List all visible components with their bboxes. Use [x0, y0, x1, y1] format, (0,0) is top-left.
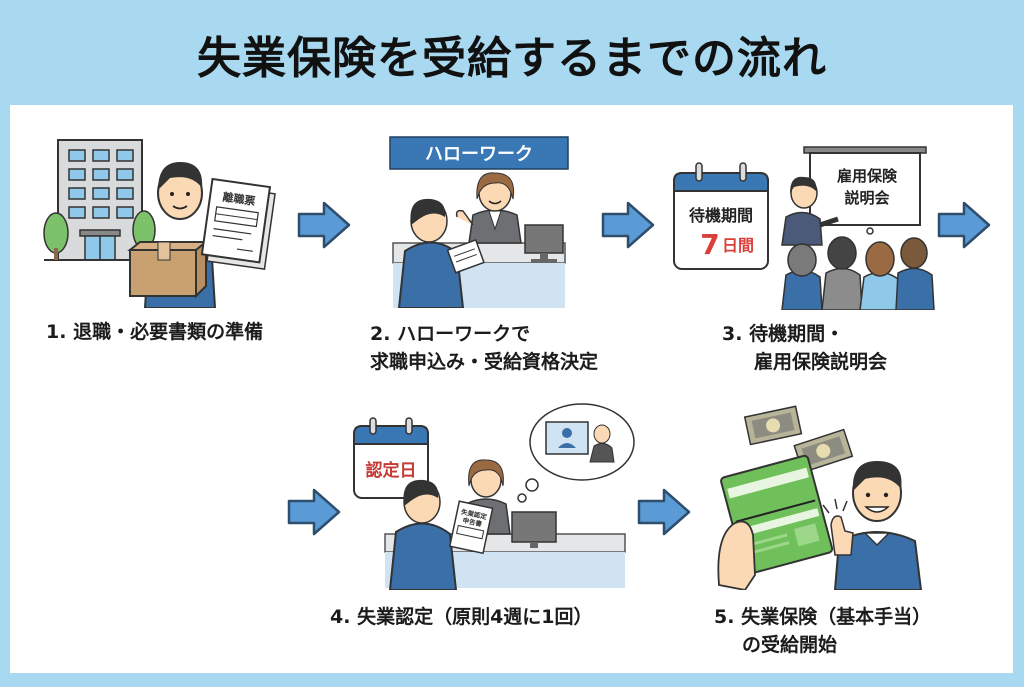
step-1-text: 退職・必要書類の準備 [73, 321, 264, 343]
monitor-icon [524, 224, 564, 263]
step-1-label: 1. 退職・必要書類の準備 [46, 318, 263, 346]
arrow-right-icon [297, 201, 351, 249]
paper-icon [446, 238, 485, 274]
happy-man-icon [822, 461, 923, 590]
whiteboard-icon: 雇用保険 説明会 [803, 146, 927, 235]
arrow-right-icon [601, 201, 655, 249]
online-certification-icon [545, 421, 615, 463]
step-2-illustration: ハローワーク [389, 136, 569, 308]
thought-bubble-icon [517, 403, 635, 503]
step-3-illustration: 待機期間 7 日間 雇用保険 説明会 [673, 146, 935, 310]
step-1-illustration: 離職票 [43, 139, 276, 308]
calendar-icon: 認定日 [353, 417, 429, 499]
step-1-number: 1. [46, 321, 67, 343]
tree-icon [43, 210, 156, 260]
document-icon: 離職票 [200, 177, 276, 270]
calendar-value: 7 [700, 228, 719, 261]
calendar-title: 待機期間 [689, 206, 753, 225]
hand-icon [717, 520, 756, 590]
document-label: 離職票 [222, 190, 257, 208]
step-2-number: 2. [370, 323, 391, 345]
step-3-text-line-1: 待機期間・ [749, 323, 845, 345]
monitor-icon [511, 511, 557, 548]
office-building-icon [44, 139, 158, 261]
step-2-text-line-2: 求職申込み・受給資格決定 [370, 351, 599, 373]
board-line-1: 雇用保険 [837, 167, 898, 185]
step-4-label: 4. 失業認定（原則4週に1回） [330, 603, 593, 631]
step-3-text-line-2: 雇用保険説明会 [754, 351, 888, 373]
board-line-2: 説明会 [844, 189, 889, 207]
hello-work-sign: ハローワーク [389, 136, 569, 170]
presenter-icon [781, 176, 839, 246]
step-5-text-line-1: 失業保険（基本手当） [741, 606, 932, 628]
step-5-text-line-2: の受給開始 [742, 634, 838, 656]
staff-woman-icon [455, 172, 522, 244]
declaration-form-icon: 失業認定 申告書 [448, 500, 494, 555]
form-line-2: 申告書 [462, 515, 483, 528]
step-4-illustration: 認定日 [353, 403, 635, 590]
step-2-text-line-1: ハローワークで [397, 323, 531, 345]
applicant-man-icon [397, 198, 485, 308]
step-5-illustration [717, 405, 923, 590]
calendar-label: 認定日 [366, 460, 417, 481]
applicant-man-icon: 失業認定 申告書 [388, 479, 494, 590]
step-5-label: 5. 失業保険（基本手当） の受給開始 [714, 603, 931, 659]
calendar-icon: 待機期間 7 日間 [673, 162, 769, 270]
step-4-number: 4. [330, 606, 351, 628]
cardboard-box-icon [127, 239, 209, 299]
banknote-icon [743, 405, 803, 446]
arrow-right-icon [637, 488, 691, 536]
audience-icon [781, 236, 935, 310]
arrow-right-icon [937, 201, 991, 249]
calendar-unit: 日間 [722, 236, 754, 255]
hello-work-sign-text: ハローワーク [425, 144, 533, 165]
step-5-number: 5. [714, 606, 735, 628]
step-2-label: 2. ハローワークで 求職申込み・受給資格決定 [370, 320, 598, 376]
step-4-text: 失業認定（原則4週に1回） [357, 606, 593, 628]
step-3-label: 3. 待機期間・ 雇用保険説明会 [722, 320, 887, 376]
step-3-number: 3. [722, 323, 743, 345]
arrow-right-icon [287, 488, 341, 536]
page-title: 失業保険を受給するまでの流れ [197, 33, 827, 84]
